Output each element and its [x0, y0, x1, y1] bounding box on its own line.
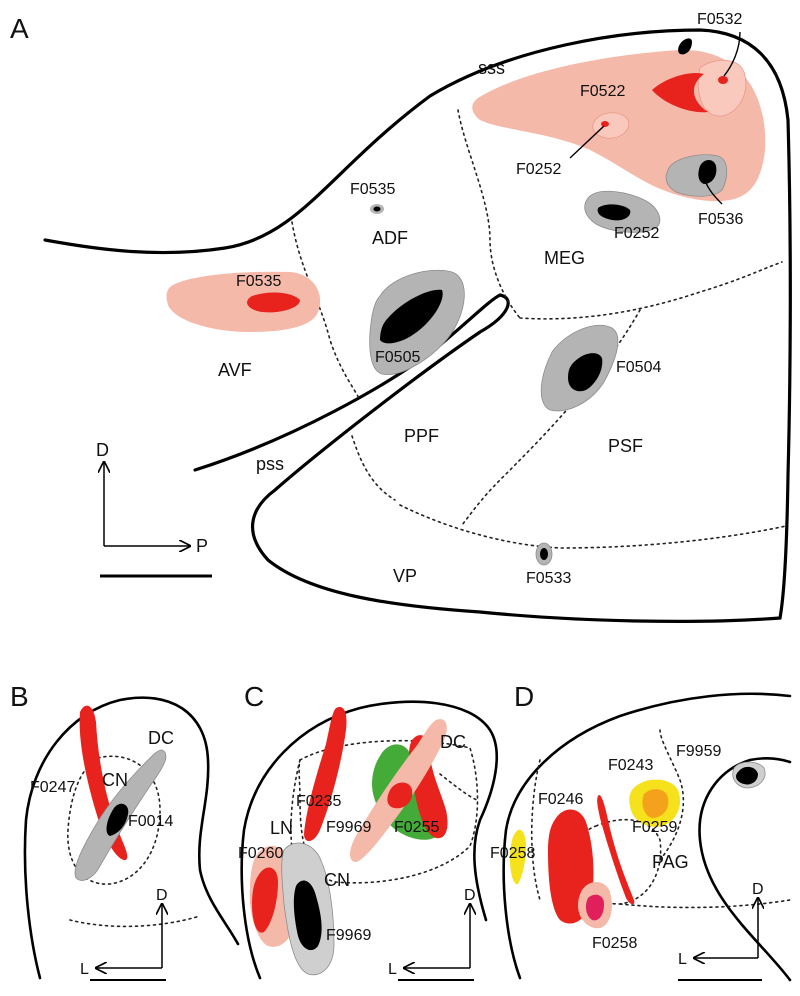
- border-adf-meg: [457, 109, 521, 319]
- site-f0532-label: F0532: [697, 11, 742, 28]
- f0014-black-spot: [106, 803, 129, 836]
- site-f9959-label: F9959: [676, 743, 721, 760]
- panel-d-region-pag-label: PAG: [652, 852, 689, 872]
- site-f0535-avf-label: F0535: [236, 273, 281, 290]
- f0522-red-crescent: [652, 72, 708, 113]
- f9969-lower-black-band: [293, 880, 322, 951]
- site-f0533-label: F0533: [526, 570, 571, 587]
- panel-d-axis-lateral-label: L: [678, 951, 687, 968]
- f0533-black-spot: [540, 548, 548, 560]
- f0532-pink-spot: [697, 59, 747, 117]
- region-psf-label: PSF: [608, 436, 643, 456]
- f0258-bottom-magenta-area: [585, 894, 604, 921]
- cortex-outline: [43, 28, 792, 620]
- panel-c-axis-lateral-label: L: [388, 961, 397, 978]
- panel-c-region-ln-label: LN: [270, 818, 293, 838]
- ventral-outline: [251, 293, 782, 623]
- site-f0252-meg-label: F0252: [614, 225, 659, 242]
- f0243-red-sliver: [597, 795, 635, 905]
- site-f0536-label: F0536: [698, 211, 743, 228]
- region-vp-label: VP: [393, 566, 417, 586]
- panel-a-label: A: [10, 13, 29, 44]
- panel-d-pag-border: [659, 729, 685, 861]
- site-f0255-label: F0255: [394, 819, 439, 836]
- f0260-red-band: [252, 867, 278, 933]
- f0252-red-dot: [601, 121, 609, 127]
- site-f0259-label: F0259: [632, 819, 677, 836]
- f0252-meg-black-spot: [597, 204, 631, 221]
- f0259-orange-area: [642, 789, 669, 818]
- panel-b: B DC CN F0247 F0014 D L: [10, 681, 240, 981]
- site-f0235-label: F0235: [296, 793, 341, 810]
- panel-d: D PAG F9959 F0243 F0246 F0259 F0258 F025…: [490, 681, 792, 982]
- site-f0505-label: F0505: [375, 349, 420, 366]
- region-ppf-label: PPF: [404, 426, 439, 446]
- site-f9969-lower-label: F9969: [326, 927, 371, 944]
- axis-posterior-label: P: [196, 536, 208, 556]
- site-f0504-label: F0504: [616, 359, 661, 376]
- region-avf-label: AVF: [218, 360, 252, 380]
- site-f0258-left-label: F0258: [490, 845, 535, 862]
- panel-c-outline: [240, 700, 498, 980]
- axis-dorsal-label: D: [96, 440, 109, 460]
- panel-b-outline: [23, 696, 240, 980]
- site-f0247-label: F0247: [30, 779, 75, 796]
- panel-c-dc-border: [439, 773, 479, 801]
- border-avf-adf: [291, 221, 361, 401]
- f0535-red-area: [247, 292, 300, 313]
- site-f0535-dot-label: F0535: [350, 181, 395, 198]
- panel-b-label: B: [10, 681, 29, 712]
- f0252-pink-spot: [592, 112, 630, 139]
- panel-b-axis-lateral-label: L: [80, 961, 89, 978]
- site-f0246-label: F0246: [538, 791, 583, 808]
- panel-b-dc-border: [69, 915, 201, 928]
- site-f9969-upper-label: F9969: [326, 819, 371, 836]
- panel-d-outline: [502, 692, 792, 980]
- f0536-leader: [703, 177, 723, 205]
- panel-a: A: [10, 11, 792, 623]
- site-f0260-label: F0260: [238, 845, 283, 862]
- panel-d-lower-border: [619, 899, 791, 909]
- f0532-leader: [723, 31, 741, 77]
- site-f0522-label: F0522: [580, 83, 625, 100]
- f0535-pink-area: [166, 271, 321, 332]
- panel-c-region-dc-label: DC: [440, 732, 466, 752]
- panel-d-label: D: [514, 681, 534, 712]
- site-f0258-bottom-label: F0258: [592, 935, 637, 952]
- f0252-leader: [569, 125, 605, 159]
- f9959-black-spot: [736, 766, 758, 785]
- f0535-black-dot: [373, 206, 381, 212]
- panel-d-left-border: [530, 759, 541, 901]
- border-meg-psf: [519, 261, 783, 320]
- site-f0243-label: F0243: [608, 757, 653, 774]
- f0504-black-area: [568, 353, 603, 392]
- sulcus-sss-label: sss: [478, 58, 505, 78]
- region-meg-label: MEG: [544, 248, 585, 268]
- f0536-black-spot: [698, 160, 717, 184]
- panel-c-label: C: [244, 681, 264, 712]
- panel-c-region-cn-label: CN: [324, 870, 350, 890]
- panel-d-axis-dorsal-label: D: [752, 881, 764, 898]
- sulcus-pss-label: pss: [256, 454, 284, 474]
- panel-b-region-dc-label: DC: [148, 728, 174, 748]
- f0532-black-spot: [678, 38, 692, 55]
- f9969-upper-red-spot: [387, 782, 413, 809]
- f0258-left-yellow-band: [510, 829, 526, 885]
- panel-c: C DC LN CN F0235 F9969 F0255 F0260 F9969…: [238, 681, 498, 981]
- border-vp: [399, 504, 787, 549]
- f0505-black-area: [380, 289, 443, 344]
- f0247-red-band: [79, 705, 128, 861]
- site-f0014-label: F0014: [128, 813, 173, 830]
- border-ppf-vp: [351, 435, 396, 501]
- panel-b-axis-dorsal-label: D: [156, 887, 168, 904]
- panel-b-region-cn-label: CN: [102, 770, 128, 790]
- site-f0252-small-label: F0252: [516, 161, 561, 178]
- panel-d-pag-outline: [698, 757, 792, 982]
- f0532-red-dot: [718, 76, 728, 84]
- panel-c-axis-dorsal-label: D: [464, 887, 476, 904]
- region-adf-label: ADF: [372, 228, 408, 248]
- f0235-red-band: [304, 706, 347, 842]
